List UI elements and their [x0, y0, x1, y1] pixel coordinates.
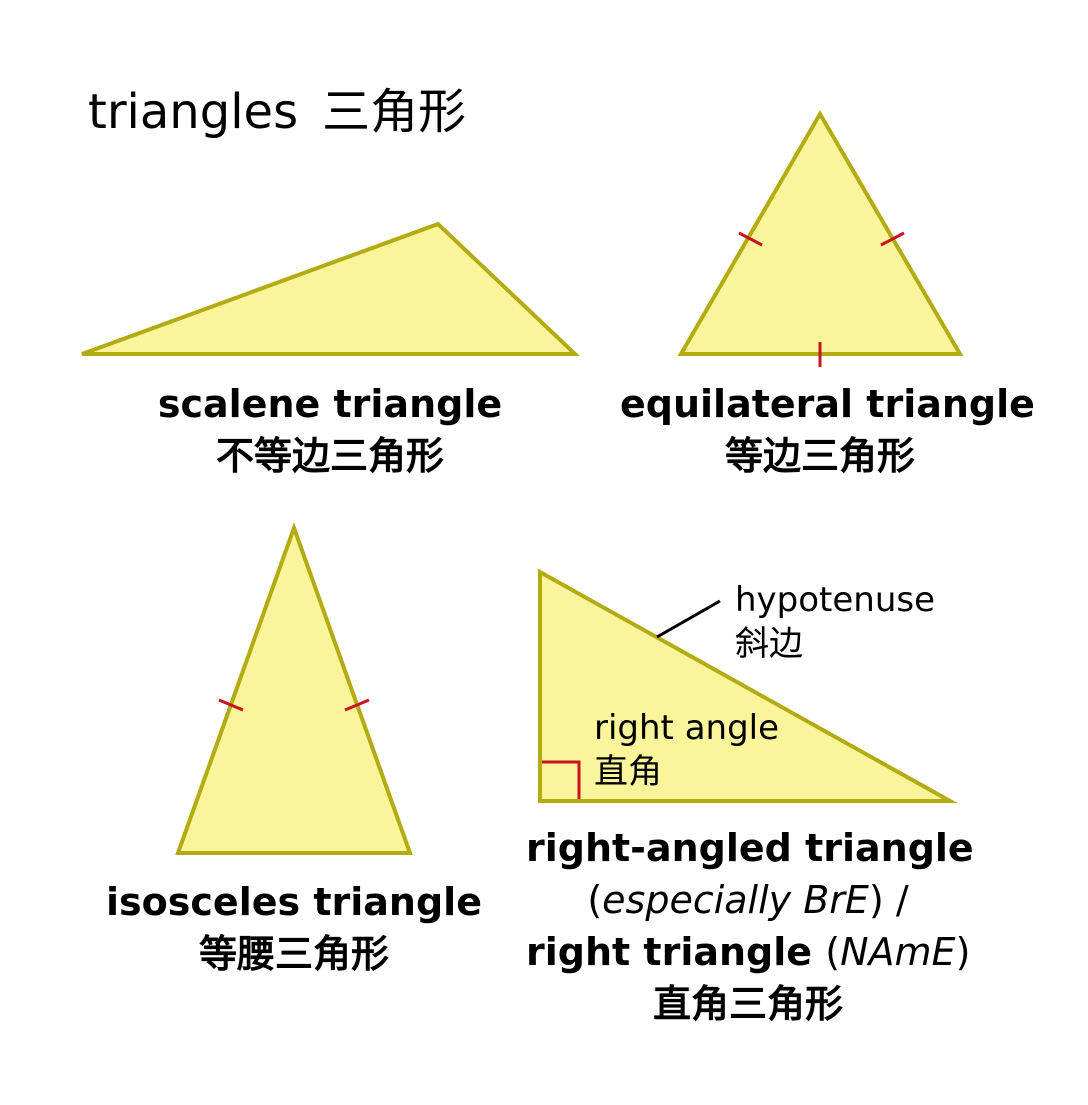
title-en: triangles [88, 84, 299, 140]
scalene-label-zh: 不等边三角形 [215, 434, 444, 478]
isosceles-label-en: isosceles triangle [106, 880, 482, 924]
equilateral-label-zh: 等边三角形 [724, 434, 915, 478]
equilateral-tick-right [880, 231, 905, 247]
hypotenuse-label-zh: 斜边 [735, 624, 803, 664]
equilateral-triangle [677, 110, 964, 356]
equilateral-tick-left [738, 231, 763, 247]
right-triangle-label-en: right triangle [526, 930, 813, 974]
usage-brE: especially BrE [602, 878, 869, 922]
isosceles-label-zh: 等腰三角形 [198, 932, 389, 976]
right-angled-label-zh: 直角三角形 [652, 982, 843, 1026]
right-angled-label-en: right-angled triangle [526, 826, 974, 870]
equilateral-label-en: equilateral triangle [620, 382, 1035, 426]
right-angled-triangle [538, 568, 958, 803]
isosceles-caption: isosceles triangle 等腰三角形 [94, 876, 494, 980]
hypotenuse-label-en: hypotenuse [735, 580, 936, 620]
usage-NAmE: NAmE [840, 930, 956, 974]
right-triangle-label: right triangle (NAmE) [526, 930, 971, 974]
hypotenuse-annotation: hypotenuse 斜边 [735, 578, 935, 666]
right-angled-caption: right-angled triangle (especially BrE) /… [526, 822, 974, 1030]
isosceles-tick-left [218, 698, 244, 712]
scalene-caption: scalene triangle 不等边三角形 [130, 378, 530, 482]
right-angle-annotation: right angle 直角 [594, 706, 779, 794]
scalene-label-en: scalene triangle [157, 382, 503, 426]
equilateral-caption: equilateral triangle 等边三角形 [620, 378, 1035, 482]
right-angled-usage-note: (especially BrE) / [587, 878, 909, 922]
isosceles-tick-right [344, 698, 370, 712]
title-zh: 三角形 [322, 84, 467, 140]
hypotenuse-leader-line [656, 599, 721, 639]
scalene-triangle [81, 221, 581, 356]
right-angle-marker [542, 760, 581, 799]
right-angle-label-zh: 直角 [594, 752, 662, 792]
right-angle-label-en: right angle [594, 708, 780, 748]
isosceles-triangle [175, 522, 413, 855]
page-title: triangles 三角形 [88, 72, 466, 142]
